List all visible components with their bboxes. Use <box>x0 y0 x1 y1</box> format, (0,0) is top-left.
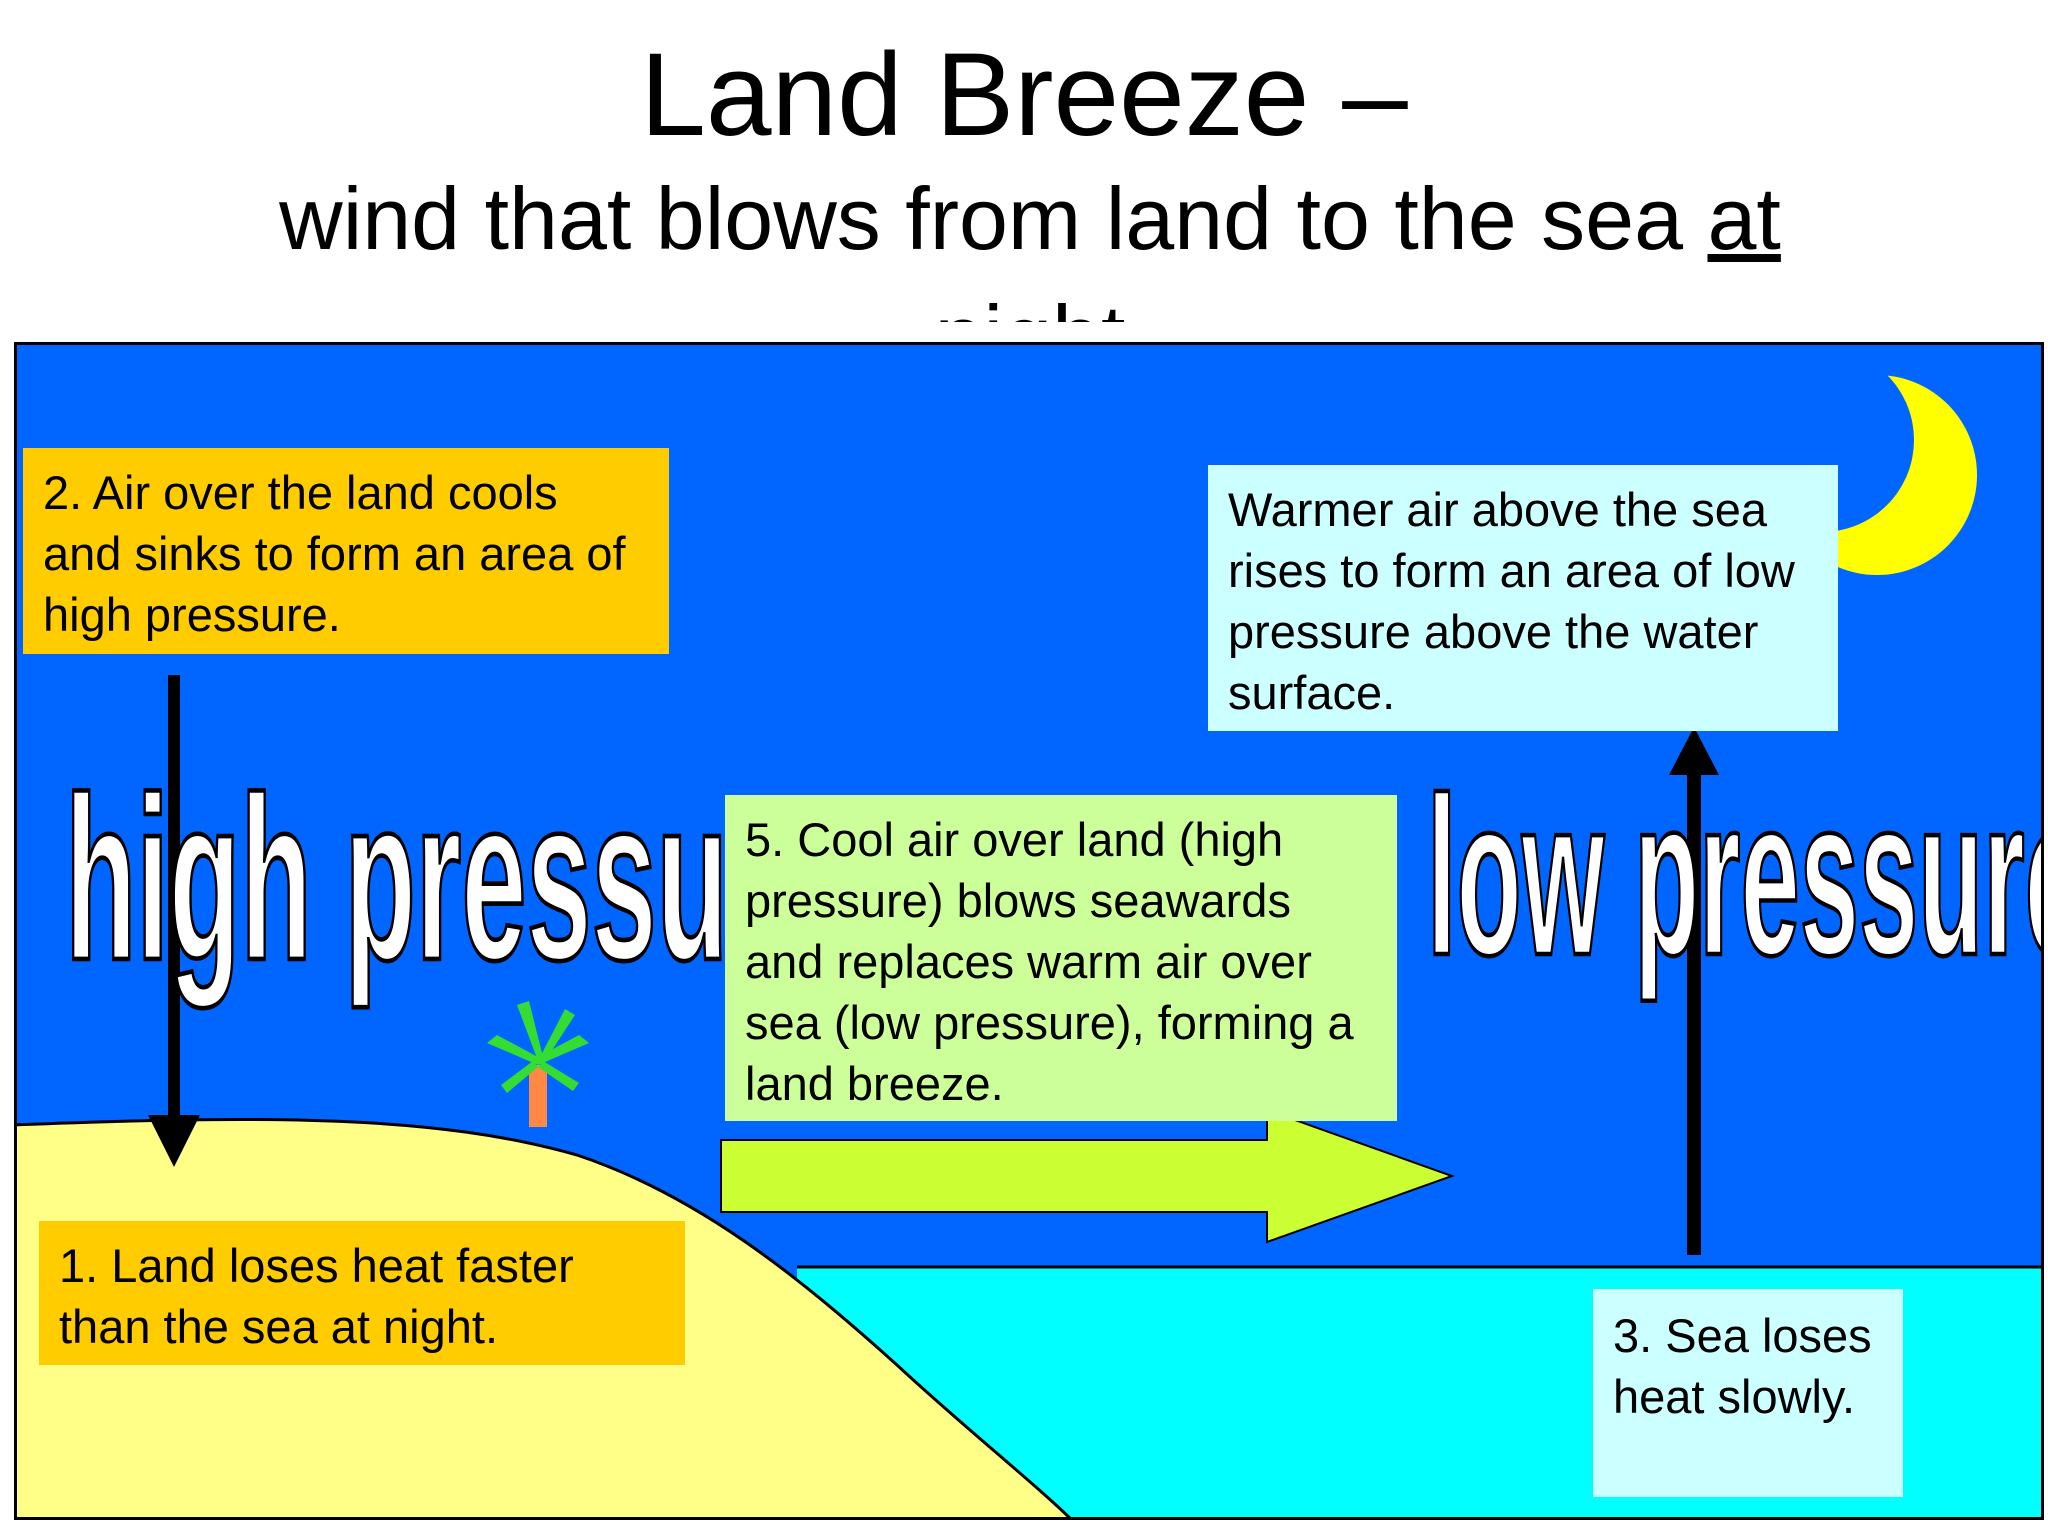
step-3-box: 3. Sea loses heat slowly. <box>1593 1289 1903 1497</box>
high-pressure-label: high pressure <box>64 746 840 1011</box>
low-pressure-label: low pressure <box>1426 748 2044 1005</box>
page-subtitle: wind that blows from land to the sea at … <box>180 160 1880 322</box>
subtitle-underlined: at <box>1707 169 1781 268</box>
step-5-box: 5. Cool air over land (high pressure) bl… <box>725 795 1397 1121</box>
title-area: Land Breeze – wind that blows from land … <box>0 0 2048 322</box>
rising-air-arrow <box>1669 727 1719 1255</box>
page-title: Land Breeze – <box>640 29 1408 161</box>
subtitle-text: wind that blows from land to the sea <box>279 169 1708 268</box>
palm-tree-icon <box>487 1001 589 1127</box>
step-2-box: 2. Air over the land cools and sinks to … <box>23 448 669 654</box>
step-1-box: 1. Land loses heat faster than the sea a… <box>39 1221 685 1365</box>
land-breeze-arrow <box>720 1108 1455 1244</box>
subtitle-cutoff: night <box>935 287 1126 322</box>
warm-air-box: Warmer air above the sea rises to form a… <box>1208 465 1838 731</box>
sinking-air-arrow <box>148 675 200 1167</box>
land-breeze-diagram: high pressure low pressure 2. Air over t… <box>14 342 2044 1520</box>
